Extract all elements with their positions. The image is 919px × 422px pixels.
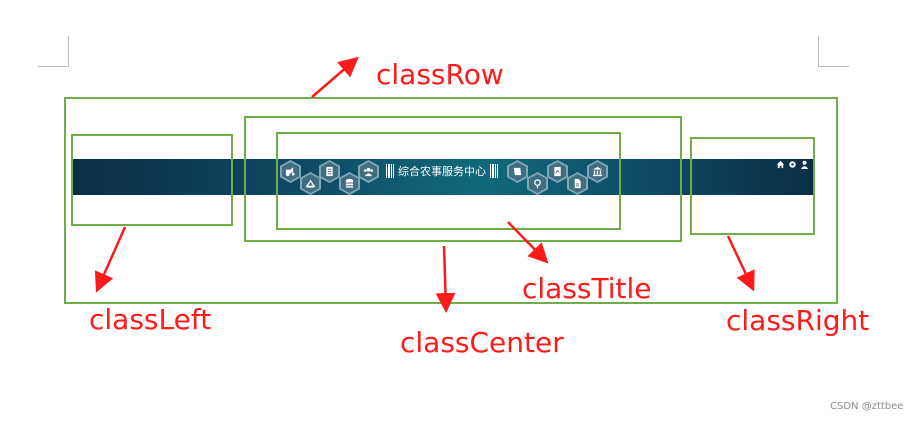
file-icon[interactable] <box>567 172 588 195</box>
header-banner <box>72 159 813 195</box>
user-icon[interactable] <box>800 160 809 169</box>
document-icon[interactable] <box>319 160 340 183</box>
home-icon[interactable] <box>776 160 785 169</box>
classtitle-box <box>276 132 621 230</box>
site-title: 综合农事服务中心 <box>386 162 498 180</box>
book-icon[interactable] <box>507 160 528 183</box>
classleft-box <box>71 134 233 226</box>
barcode-left-icon <box>386 164 394 178</box>
site-title-text: 综合农事服务中心 <box>398 165 486 178</box>
location-icon[interactable] <box>527 172 548 195</box>
classcenter-box <box>244 116 682 242</box>
classright-label: classRight <box>726 304 870 337</box>
classright-box <box>690 137 815 235</box>
watermark: CSDN @zttbee <box>830 401 904 412</box>
classleft-label: classLeft <box>89 303 212 336</box>
bank-icon[interactable] <box>587 160 608 183</box>
classrow-label: classRow <box>376 58 504 91</box>
report-icon[interactable] <box>547 160 568 183</box>
planting-icon[interactable] <box>300 172 321 195</box>
database-icon[interactable] <box>339 172 360 195</box>
barcode-right-icon <box>490 164 498 178</box>
arrow-to-classrow-label <box>311 56 359 98</box>
users-icon[interactable] <box>358 160 379 183</box>
page-corner-top-right <box>818 36 849 67</box>
classcenter-label: classCenter <box>400 326 564 359</box>
gear-icon[interactable] <box>788 160 797 169</box>
tractor-icon[interactable] <box>280 160 301 183</box>
classtitle-label: classTitle <box>522 272 652 305</box>
page-corner-top-left <box>38 36 69 67</box>
toolbar-icons <box>776 160 809 169</box>
